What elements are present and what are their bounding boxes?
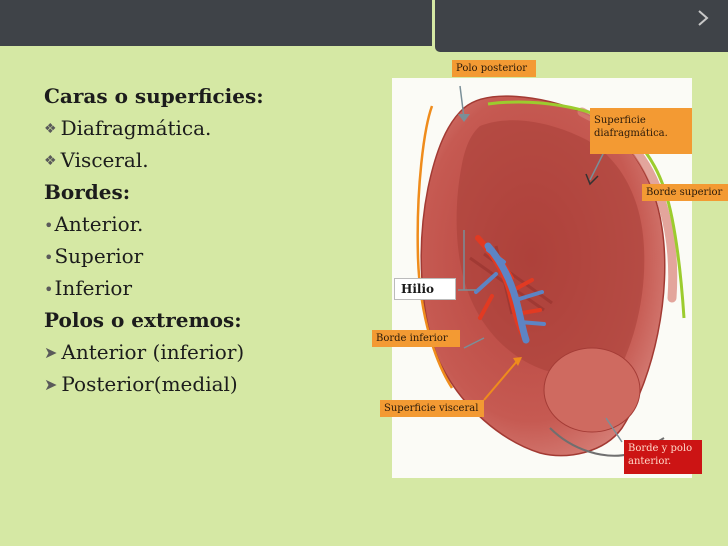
diamond-bullet-icon: ❖ — [44, 153, 57, 169]
pole-item-posterior: ➤Posterior(medial) — [44, 368, 374, 400]
border-item-superior: •Superior — [44, 240, 374, 272]
dot-bullet-icon: • — [44, 280, 54, 299]
label-superficie-visceral: Superficie visceral — [380, 400, 484, 417]
label-hilio: Hilio — [394, 278, 456, 300]
borders-heading: Bordes: — [44, 180, 131, 204]
spleen-figure: Polo posterior Superficie diafragmática.… — [372, 60, 728, 478]
label-superficie-diafragmatica: Superficie diafragmática. — [590, 108, 692, 154]
hilum-vessels — [474, 235, 546, 344]
label-borde-polo-anterior: Borde y polo anterior. — [624, 440, 702, 474]
faces-heading: Caras o superficies: — [44, 84, 264, 108]
label-borde-superior: Borde superior — [642, 184, 728, 201]
chevron-right-icon — [698, 10, 709, 26]
arrow-bullet-icon: ➤ — [44, 343, 58, 362]
face-item-diafragmatica: ❖Diafragmática. — [44, 112, 374, 144]
dot-bullet-icon: • — [44, 216, 54, 235]
border-item-inferior: •Inferior — [44, 272, 374, 304]
green-outline-superior — [487, 100, 686, 319]
arrow-bullet-icon: ➤ — [44, 375, 58, 394]
poles-heading: Polos o extremos: — [44, 308, 242, 332]
text-panel: Caras o superficies: ❖Diafragmática. ❖Vi… — [44, 80, 374, 400]
border-item-anterior: •Anterior. — [44, 208, 374, 240]
face-item-visceral: ❖Visceral. — [44, 144, 374, 176]
pole-item-anterior: ➤Anterior (inferior) — [44, 336, 374, 368]
orange-outline-posterior — [416, 105, 454, 389]
label-polo-posterior: Polo posterior — [452, 60, 536, 77]
label-borde-inferior: Borde inferior — [372, 330, 460, 347]
dot-bullet-icon: • — [44, 248, 54, 267]
diamond-bullet-icon: ❖ — [44, 121, 57, 137]
top-bar-tab — [432, 0, 728, 55]
